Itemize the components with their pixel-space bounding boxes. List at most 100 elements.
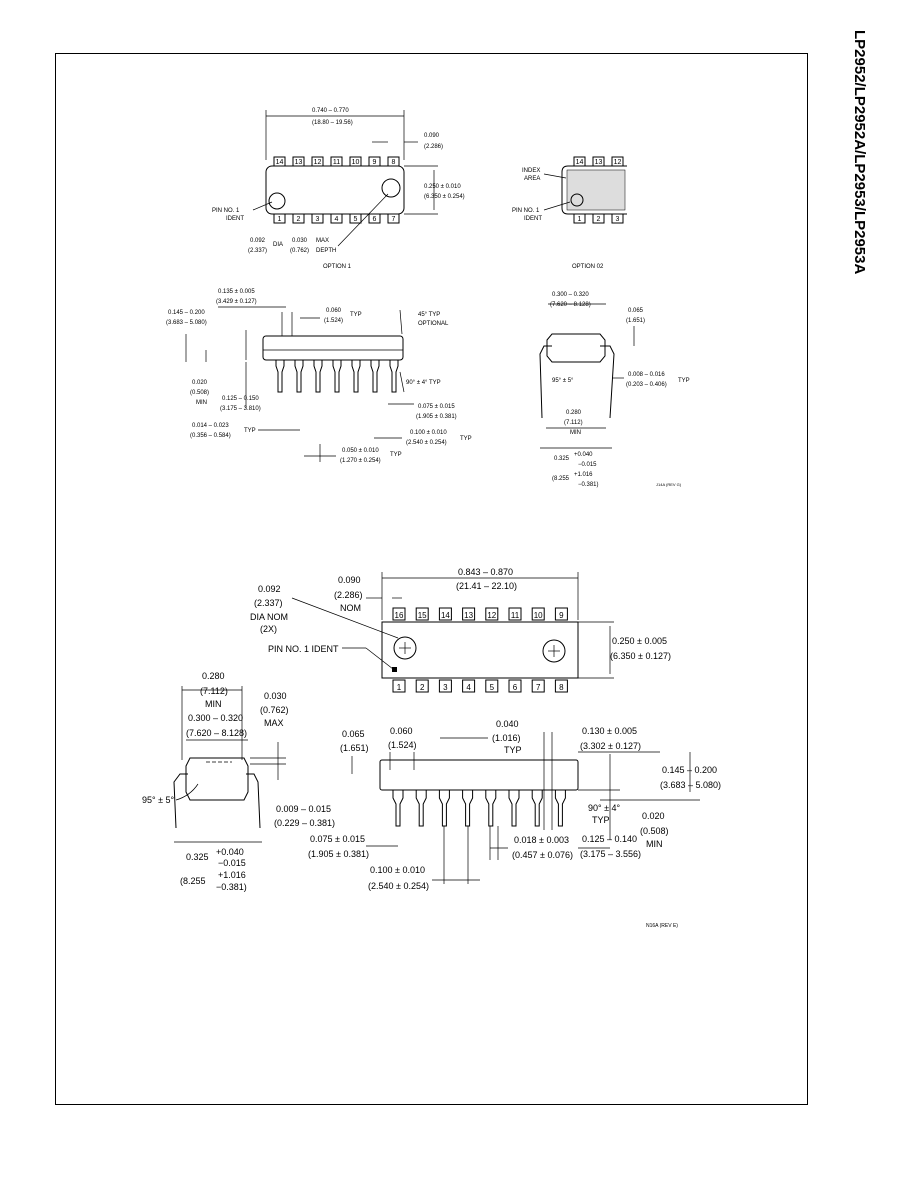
j14a-sv-020-min: MIN: [196, 400, 207, 406]
pin-number: 10: [352, 159, 360, 166]
n16a-sv-020mm: (0.508): [640, 826, 669, 836]
n16a-dia-dim-mm: (2.337): [254, 598, 283, 608]
lead: [332, 360, 342, 393]
n16a-end-nom: NOM: [340, 603, 361, 613]
pin-box: [368, 156, 381, 167]
option1-pin1-label2: IDENT: [226, 216, 244, 222]
option1-length-dim-mm: (18.80 – 19.56): [312, 120, 353, 126]
pin-number: 6: [513, 683, 518, 692]
pin-box: [508, 607, 522, 621]
n16a-side-leads: [392, 790, 566, 827]
j14a-end-body: [546, 333, 606, 363]
n16a-ev-300: 0.300 – 0.320: [188, 713, 243, 723]
j14a-sv-145: 0.145 – 0.200: [168, 310, 205, 316]
option1-end-dim-mm: (2.286): [424, 144, 443, 150]
option1-width-dim: 0.250 ± 0.010: [424, 184, 461, 190]
n16a-left-mark: [393, 636, 417, 660]
n16a-sv-145: 0.145 – 0.200: [662, 765, 717, 775]
pin-number: 14: [441, 611, 450, 620]
n16a-sv-100: 0.100 ± 0.010: [370, 865, 425, 875]
n16a-sv-018mm: (0.457 ± 0.076): [512, 850, 573, 860]
j14a-sv-145mm: (3.683 – 5.080): [166, 320, 207, 326]
pin-number: 2: [597, 216, 601, 223]
pin-box: [573, 156, 586, 167]
pin-number: 16: [395, 611, 404, 620]
n16a-length-dim: 0.843 – 0.870: [458, 567, 513, 577]
j14a-ev-280-min: MIN: [570, 430, 581, 436]
page-frame: [55, 53, 808, 1105]
n16a-sv-075mm: (1.905 ± 0.381): [308, 849, 369, 859]
j14a-sv-075: 0.075 ± 0.015: [418, 404, 455, 410]
pin-number: 11: [511, 611, 520, 620]
pin-box: [611, 156, 624, 167]
lead: [275, 360, 285, 393]
n16a-sv-90: 90° ± 4°: [588, 803, 621, 813]
j14a-sv-060-typ: TYP: [350, 312, 362, 318]
j14a-sv-020: 0.020: [192, 380, 208, 386]
lead: [389, 360, 399, 393]
pin-number: 2: [297, 216, 301, 223]
pin-box: [462, 679, 476, 693]
j14a-sv-060mm: (1.524): [324, 318, 343, 324]
n16a-end-view: 0.280 (7.112) MIN 0.300 – 0.320 (7.620 –…: [142, 671, 335, 892]
j14a-ev-008mm: (0.203 – 0.406): [626, 382, 667, 388]
pin-box: [508, 679, 522, 693]
j14a-ev-325mm: (8.255: [552, 476, 570, 482]
j14a-sv-125: 0.125 – 0.150: [222, 396, 259, 402]
pin-box: [387, 213, 400, 224]
n16a-sv-130mm: (3.302 ± 0.127): [580, 741, 641, 751]
option1-index-hole: [381, 178, 401, 198]
j14a-ev-325-tol2: −0.015: [578, 462, 597, 468]
n16a-ev-300mm: (7.620 – 8.128): [186, 728, 247, 738]
n16a-end-dim-mm: (2.286): [334, 590, 363, 600]
pin-box: [330, 156, 343, 167]
n16a-ev-325: 0.325: [186, 852, 209, 862]
j14a-ev-325mm-tol2: −0.381): [578, 482, 599, 488]
pin-number: 12: [614, 159, 622, 166]
j14a-side-leads: [275, 360, 399, 393]
n16a-ev-009: 0.009 – 0.015: [276, 804, 331, 814]
n16a-drawing-code: N16A (REV E): [646, 923, 678, 929]
pin-number: 13: [595, 159, 603, 166]
pin-number: 8: [392, 159, 396, 166]
pin-box: [292, 156, 305, 167]
pin-number: 1: [278, 216, 282, 223]
n16a-dia-nom: DIA NOM: [250, 612, 288, 622]
pin-box: [592, 213, 605, 224]
n16a-ev-325mm: (8.255: [180, 876, 206, 886]
j14a-sv-125mm: (3.175 – 3.810): [220, 406, 261, 412]
n16a-side-view: 0.065 (1.651) 0.060 (1.524) 0.040 (1.016…: [308, 719, 721, 929]
pin-box: [273, 156, 286, 167]
pin-box: [438, 607, 452, 621]
pin-box: [311, 156, 324, 167]
n16a-ev-325mm-tol2: −0.381): [216, 882, 247, 892]
n16a-ev-030mm: (0.762): [260, 705, 289, 715]
pin-number: 5: [354, 216, 358, 223]
j14a-ev-325-tol: +0.040: [574, 452, 593, 458]
pin-number: 9: [559, 611, 564, 620]
lead: [294, 360, 304, 393]
pin-box: [573, 213, 586, 224]
n16a-ev-009mm: (0.229 – 0.381): [274, 818, 335, 828]
j14a-sv-45: 45° TYP: [418, 312, 440, 318]
pin-number: 1: [397, 683, 402, 692]
lead: [508, 790, 520, 827]
option1-pin1-dot: [268, 192, 286, 210]
option1-depth-label: DEPTH: [316, 248, 336, 254]
j14a-ev-325: 0.325: [554, 456, 570, 462]
pin-number: 1: [578, 216, 582, 223]
j14a-ev-065: 0.065: [628, 308, 644, 314]
pin-number: 7: [536, 683, 541, 692]
lead: [313, 360, 323, 393]
j14a-sv-050: 0.050 ± 0.010: [342, 448, 379, 454]
n16a-dia-2x: (2X): [260, 624, 277, 634]
j14a-ev-280: 0.280: [566, 410, 582, 416]
lead: [351, 360, 361, 393]
n16a-ev-030: 0.030: [264, 691, 287, 701]
pin-number: 14: [276, 159, 284, 166]
n16a-sv-040: 0.040: [496, 719, 519, 729]
n16a-ev-325mm-tol: +1.016: [218, 870, 246, 880]
